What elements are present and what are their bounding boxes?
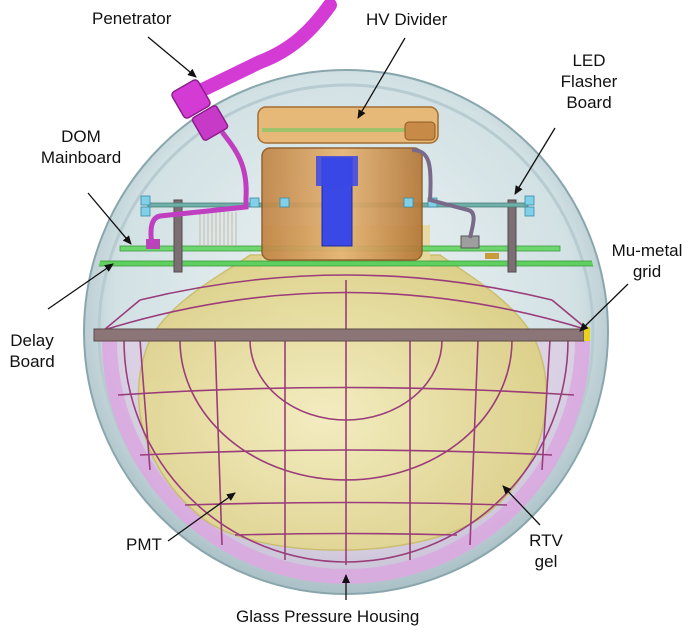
label-delay-board: Delay Board — [4, 330, 60, 372]
label-led-line1: LED — [572, 51, 606, 70]
arrow-hv-divider — [357, 37, 406, 119]
label-pmt: PMT — [126, 535, 162, 554]
label-mu-line2: grid — [632, 262, 662, 281]
penetrator-cable — [148, 130, 249, 246]
arrow-dom-mainboard — [87, 192, 132, 245]
pointer-arrows — [47, 36, 629, 600]
hv-divider-top — [257, 106, 439, 144]
label-rtv-line1: RTV — [529, 531, 563, 550]
component-right — [485, 253, 499, 259]
delay-board — [90, 260, 602, 267]
label-rtv-gel: RTV gel — [526, 530, 566, 572]
pmt-bulb — [137, 254, 548, 551]
label-led-line3: Board — [566, 93, 612, 112]
label-delay-line2: Board — [9, 352, 55, 371]
label-rtv-line2: gel — [534, 552, 558, 571]
penetrator — [171, 0, 337, 141]
arrow-led-flasher — [514, 127, 556, 195]
mu-metal-grid-marker — [584, 327, 590, 341]
label-hv-divider: HV Divider — [366, 10, 448, 29]
label-mu-metal-grid: Mu-metal grid — [604, 240, 690, 282]
label-glass-pressure-housing: Glass Pressure Housing — [236, 607, 420, 626]
label-dom-line2: Mainboard — [40, 148, 122, 167]
standoffs — [173, 199, 517, 273]
label-penetrator: Penetrator — [92, 9, 172, 28]
label-led-line2: Flasher — [560, 72, 618, 91]
mu-metal-grid-lines — [103, 274, 589, 565]
mu-metal-grid-ring — [93, 328, 585, 342]
label-mu-line1: Mu-metal — [611, 241, 683, 260]
hv-divider-top-strip — [262, 128, 434, 132]
arrow-delay-board — [47, 263, 114, 310]
arrow-mu-metal — [579, 283, 629, 332]
label-delay-line1: Delay — [10, 331, 54, 350]
hv-divider-tab — [404, 121, 436, 141]
connector-pins — [199, 212, 237, 246]
arrow-penetrator — [147, 36, 197, 78]
right-cable — [411, 148, 476, 239]
blue-block-cap — [316, 156, 358, 186]
label-led-flasher-board: LED Flasher Board — [552, 50, 626, 113]
label-dom-line1: DOM — [61, 127, 101, 146]
arrow-pmt — [167, 492, 236, 542]
label-dom-mainboard: DOM Mainboard — [36, 126, 126, 168]
arrow-rtv-gel — [502, 485, 541, 526]
